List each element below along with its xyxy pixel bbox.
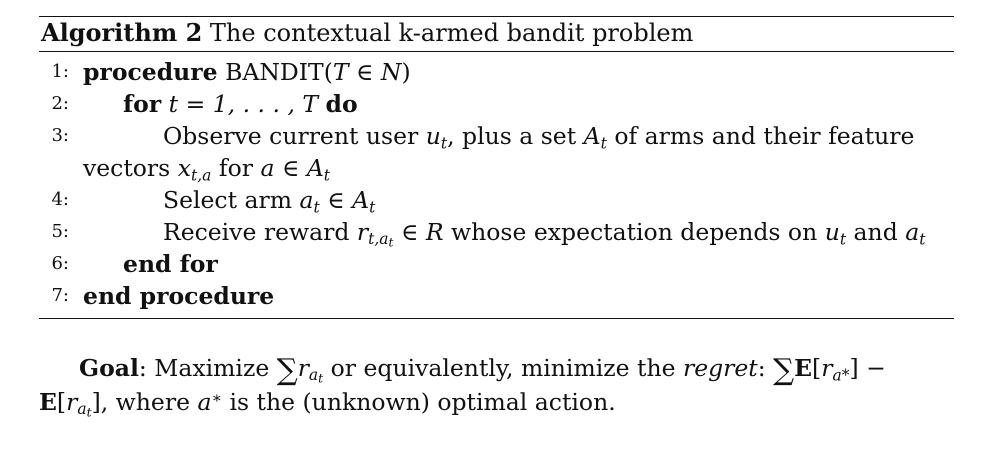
top-rule [39, 16, 954, 17]
goal-paragraph: Goal: Maximize ∑rat or equivalently, min… [39, 352, 886, 420]
goal-text: where [115, 387, 190, 416]
line-text: Receive reward [163, 218, 350, 246]
procedure-keyword: procedure [83, 58, 218, 86]
for-keyword: for [123, 90, 162, 118]
line-text: and [853, 218, 898, 246]
algorithm-line-3: 3: Observe current user ut, plus a set A… [39, 120, 954, 184]
line-number: 2: [51, 93, 69, 114]
algorithm-label: Algorithm 2 [41, 18, 203, 47]
procedure-argument: T ∈ N [332, 58, 402, 86]
goal-text: is the (unknown) optimal action. [229, 387, 616, 416]
algorithm-line-7: 7: end procedure [39, 280, 954, 312]
algorithm-block: Algorithm 2 The contextual k-armed bandi… [39, 16, 954, 319]
goal-text: or equivalently, minimize the [330, 354, 676, 382]
regret-term: regret [682, 354, 758, 382]
line-text: Observe current user [163, 122, 419, 150]
algorithm-lines: 1: procedure BANDIT(T ∈ N) 2: for t = 1,… [39, 52, 954, 318]
bottom-rule [39, 318, 954, 319]
line-number: 3: [51, 125, 69, 146]
end-procedure-keyword: end procedure [83, 282, 275, 310]
line-text: plus a set [462, 122, 577, 150]
algorithm-line-5: 5: Receive reward rt,at ∈ R whose expect… [39, 216, 954, 249]
algorithm-title: The contextual k-armed bandit problem [209, 19, 694, 47]
caption-rule [39, 51, 954, 52]
algorithm-line-1: 1: procedure BANDIT(T ∈ N) [39, 56, 954, 88]
line-number: 5: [51, 221, 69, 242]
line-number: 1: [51, 61, 69, 82]
line-text: vectors [83, 154, 171, 182]
line-number: 6: [51, 253, 69, 274]
goal-label: Goal [79, 354, 139, 382]
line-number: 4: [51, 189, 69, 210]
loop-expression: t = 1, . . . , T [168, 90, 319, 118]
goal-text: Maximize [154, 354, 270, 382]
algorithm-line-2: 2: for t = 1, . . . , T do [39, 88, 954, 120]
line-text: of arms and their feature [614, 122, 915, 150]
algorithm-caption: Algorithm 2 The contextual k-armed bandi… [39, 17, 954, 51]
algorithm-line-4: 4: Select arm at ∈ At [39, 184, 954, 216]
do-keyword: do [325, 90, 358, 118]
line-text: Select arm [163, 186, 293, 214]
line-number: 7: [51, 285, 69, 306]
end-for-keyword: end for [123, 250, 218, 278]
algorithm-line-6: 6: end for [39, 248, 954, 280]
procedure-name: BANDIT [225, 58, 324, 86]
line-text: whose expectation depends on [451, 218, 818, 246]
line-text: for [218, 154, 253, 182]
